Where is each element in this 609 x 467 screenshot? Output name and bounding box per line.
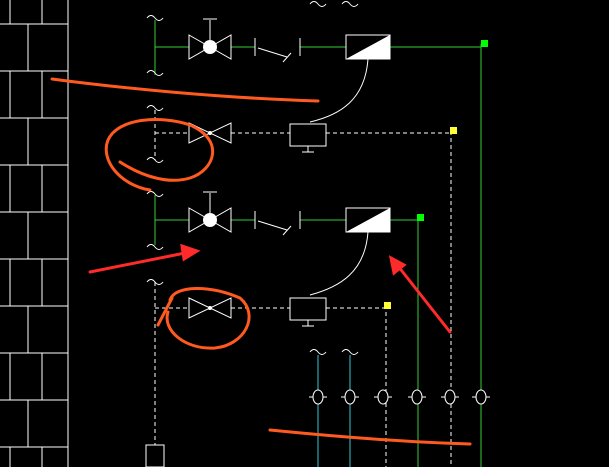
red-annotation-arrows	[88, 243, 452, 334]
gate-valve-icon[interactable]	[188, 122, 232, 144]
gate-valve-icon[interactable]	[188, 191, 232, 233]
terminal-coil-icon	[341, 389, 359, 405]
endpoint-marker-icon	[450, 127, 457, 134]
terminal-coil-icon	[408, 389, 426, 405]
junction-box-icon[interactable]	[145, 444, 165, 467]
actuator-box-icon[interactable]	[289, 123, 327, 153]
terminal-coil-icon	[374, 389, 392, 405]
terminal-coil-icon	[472, 389, 490, 405]
row-4-return-line	[155, 297, 391, 327]
endpoint-marker-icon	[481, 40, 488, 47]
pipe-break-icon	[146, 1, 359, 355]
check-valve-icon[interactable]	[254, 38, 301, 63]
gate-valve-icon[interactable]	[188, 297, 232, 319]
actuator-box-icon[interactable]	[289, 297, 327, 327]
terminal-coil-icon	[309, 389, 327, 405]
row-3-supply-line	[155, 191, 424, 296]
terminal-coil-icon	[441, 389, 459, 405]
row-1-supply-line	[155, 18, 488, 123]
brick-wall	[0, 0, 69, 467]
terminal-coil-row	[309, 389, 490, 405]
endpoint-marker-icon	[417, 214, 424, 221]
orange-annotations	[50, 77, 472, 446]
solenoid-box-icon[interactable]	[345, 207, 391, 233]
solenoid-box-icon[interactable]	[345, 34, 391, 60]
gate-valve-icon[interactable]	[188, 18, 232, 60]
row-2-return-line	[155, 122, 457, 153]
endpoint-marker-icon	[384, 302, 391, 309]
check-valve-icon[interactable]	[254, 211, 301, 236]
